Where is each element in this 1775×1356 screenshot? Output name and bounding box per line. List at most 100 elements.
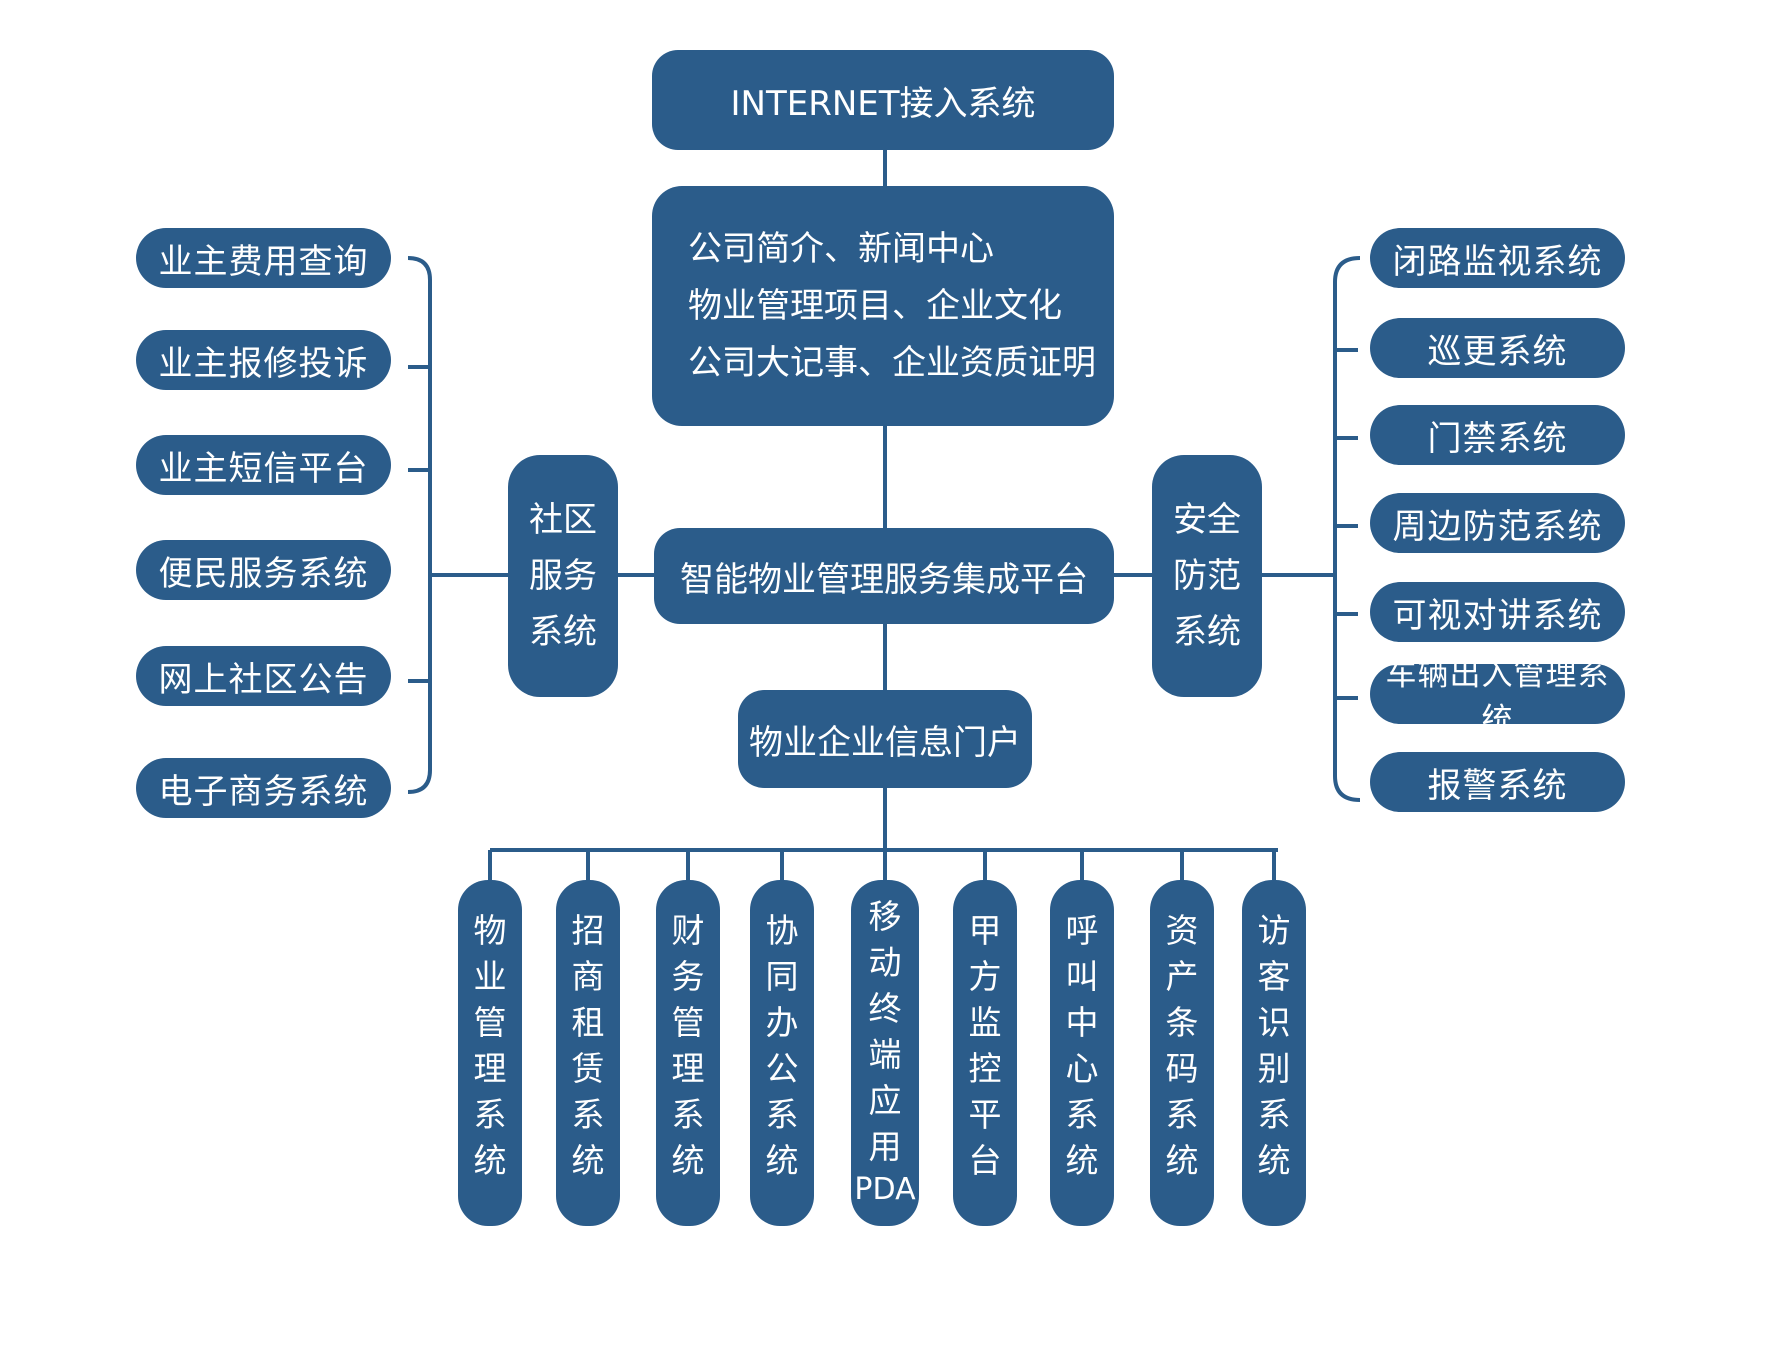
- security-item-label: 闭路监视系统: [1392, 241, 1603, 282]
- security-title-line: 系统: [1173, 612, 1241, 652]
- module-label-char: 统: [473, 1141, 507, 1180]
- module-label-char: 资: [1165, 911, 1199, 950]
- community-title-line: 社区: [529, 500, 597, 540]
- community-title-line: 服务: [529, 556, 597, 596]
- module-label-char: 终: [868, 989, 902, 1028]
- module-label-char: 平: [968, 1095, 1002, 1134]
- integrated-platform-box: 智能物业管理服务集成平台: [654, 528, 1114, 624]
- module-label-char: 中: [1065, 1003, 1099, 1042]
- module-label-char: 租: [571, 1003, 605, 1042]
- module-label-char: 同: [765, 957, 799, 996]
- module-label: 呼叫中心系统: [1066, 908, 1099, 1184]
- module-label-char: 公: [765, 1049, 799, 1088]
- module-label-char: 识: [1257, 1003, 1291, 1042]
- module-label-char: 务: [671, 957, 705, 996]
- security-bracket: [1333, 256, 1361, 802]
- security-item-label: 周边防范系统: [1392, 506, 1603, 547]
- security-item: 车辆出入管理系统: [1370, 657, 1625, 738]
- module-label-char: 理: [671, 1049, 705, 1088]
- website-line: 公司简介、新闻中心: [688, 228, 994, 269]
- module-label-char: 方: [968, 957, 1002, 996]
- module-column: 访客识别系统: [1242, 880, 1306, 1226]
- community-item: 便民服务系统: [136, 540, 391, 600]
- community-item-label: 便民服务系统: [158, 553, 369, 594]
- module-label-char: 系: [671, 1095, 705, 1134]
- module-label-char: 理: [473, 1049, 507, 1088]
- module-label-char: 台: [968, 1141, 1002, 1180]
- community-item: 电子商务系统: [136, 758, 391, 818]
- module-label-char: 监: [968, 1003, 1002, 1042]
- module-label-char: 系: [1165, 1095, 1199, 1134]
- module-label: 资产条码系统: [1166, 908, 1199, 1184]
- security-item: 闭路监视系统: [1370, 228, 1625, 288]
- module-label-char: 心: [1065, 1049, 1099, 1088]
- module-label-char: 统: [1065, 1141, 1099, 1180]
- module-column: 呼叫中心系统: [1050, 880, 1114, 1226]
- community-service-hub: 社区 服务 系统: [508, 455, 618, 697]
- security-title-line: 防范: [1173, 556, 1241, 596]
- module-label-char: 商: [571, 957, 605, 996]
- module-label-char: 访: [1257, 911, 1291, 950]
- internet-access-label: INTERNET接入系统: [730, 83, 1036, 124]
- enterprise-portal-label: 物业企业信息门户: [749, 722, 1021, 763]
- module-label-char: 招: [571, 911, 605, 950]
- security-item-label: 门禁系统: [1427, 418, 1568, 459]
- module-label-char: 码: [1165, 1049, 1199, 1088]
- module-column: 甲方监控平台: [953, 880, 1017, 1226]
- module-label: 访客识别系统: [1258, 908, 1291, 1184]
- module-label-char: 应: [868, 1081, 902, 1120]
- security-item-label: 可视对讲系统: [1392, 595, 1603, 636]
- community-item: 业主报修投诉: [136, 330, 391, 390]
- module-label-char: 动: [868, 943, 902, 982]
- security-hub: 安全 防范 系统: [1152, 455, 1262, 697]
- security-item: 周边防范系统: [1370, 493, 1625, 553]
- internet-access-box: INTERNET接入系统: [652, 50, 1114, 150]
- community-item-label: 业主报修投诉: [158, 343, 369, 384]
- community-title-line: 系统: [529, 612, 597, 652]
- community-item-label: 网上社区公告: [158, 659, 369, 700]
- module-label-char: 财: [671, 911, 705, 950]
- module-label-char: 统: [1165, 1141, 1199, 1180]
- module-label: 移动终端应用: [869, 894, 902, 1170]
- module-suffix: PDA: [854, 1172, 916, 1207]
- community-bracket: [407, 256, 432, 794]
- module-label-char: 管: [671, 1003, 705, 1042]
- module-label-char: 端: [868, 1035, 902, 1074]
- community-item-label: 电子商务系统: [158, 771, 369, 812]
- security-item-label: 车辆出入管理系统: [1385, 657, 1610, 738]
- module-label-char: 条: [1165, 1003, 1199, 1042]
- security-item: 门禁系统: [1370, 405, 1625, 465]
- community-item: 网上社区公告: [136, 646, 391, 706]
- module-label: 物业管理系统: [474, 908, 507, 1184]
- community-item-label: 业主费用查询: [158, 241, 369, 282]
- module-column: 物业管理系统: [458, 880, 522, 1226]
- module-label-char: 业: [473, 957, 507, 996]
- module-label-char: 呼: [1065, 911, 1099, 950]
- module-label-char: 协: [765, 911, 799, 950]
- community-item-label: 业主短信平台: [158, 448, 369, 489]
- module-column: 协同办公系统: [750, 880, 814, 1226]
- module-label-char: 统: [571, 1141, 605, 1180]
- module-label: 协同办公系统: [766, 908, 799, 1184]
- module-column: 财务管理系统: [656, 880, 720, 1226]
- community-item: 业主短信平台: [136, 435, 391, 495]
- security-title-line: 安全: [1173, 500, 1241, 540]
- module-label: 甲方监控平台: [969, 908, 1002, 1184]
- module-label-char: 甲: [968, 911, 1002, 950]
- enterprise-portal-box: 物业企业信息门户: [738, 690, 1032, 788]
- module-label-char: 赁: [571, 1049, 605, 1088]
- module-label-char: 用: [868, 1127, 902, 1166]
- module-label-char: 统: [1257, 1141, 1291, 1180]
- website-line: 公司大记事、企业资质证明: [688, 342, 1096, 383]
- website-content-box: 公司简介、新闻中心 物业管理项目、企业文化 公司大记事、企业资质证明: [652, 186, 1114, 426]
- security-item-label: 报警系统: [1427, 765, 1568, 806]
- module-label-char: 办: [765, 1003, 799, 1042]
- module-label-char: 物: [473, 911, 507, 950]
- module-label-char: 统: [671, 1141, 705, 1180]
- module-label-char: 移: [868, 897, 902, 936]
- module-label: 招商租赁系统: [572, 908, 605, 1184]
- module-label-char: 系: [473, 1095, 507, 1134]
- module-column: 招商租赁系统: [556, 880, 620, 1226]
- module-label: 财务管理系统: [672, 908, 705, 1184]
